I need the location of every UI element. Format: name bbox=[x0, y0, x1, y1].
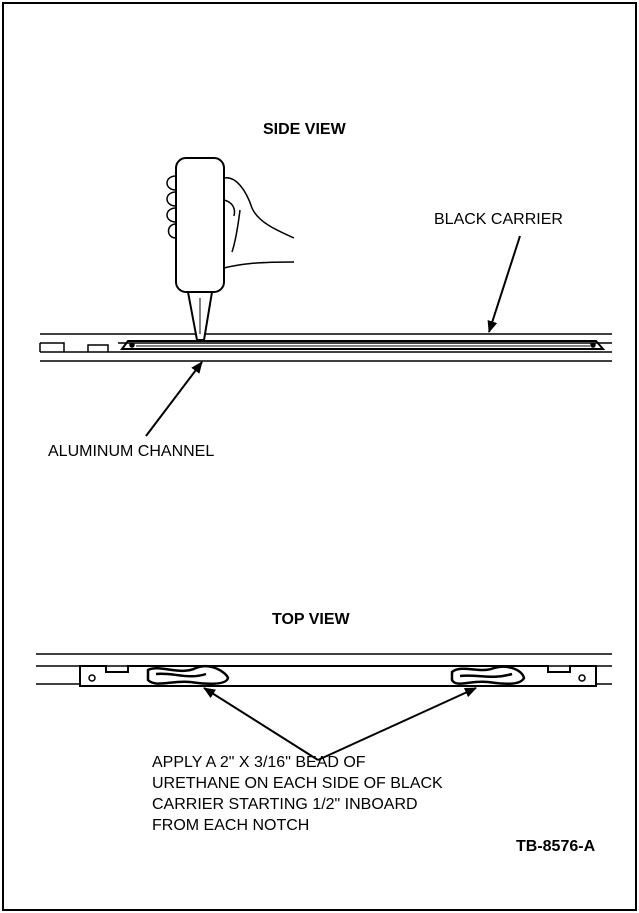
side-view-title: SIDE VIEW bbox=[263, 121, 346, 138]
black-carrier-arrow bbox=[487, 235, 521, 333]
instruction-text: APPLY A 2" X 3/16" BEAD OF URETHANE ON E… bbox=[152, 752, 443, 836]
black-carrier-top bbox=[79, 665, 597, 687]
black-carrier-side bbox=[120, 340, 606, 350]
top-view-title: TOP VIEW bbox=[272, 611, 350, 628]
instruction-line: URETHANE ON EACH SIDE OF BLACK bbox=[152, 775, 443, 792]
aluminum-channel-arrow bbox=[145, 361, 203, 437]
instruction-line: CARRIER STARTING 1/2" INBOARD bbox=[152, 796, 418, 813]
figure-id: TB-8576-A bbox=[516, 838, 596, 855]
urethane-bead-right bbox=[450, 665, 526, 685]
bead-left-arrow bbox=[203, 687, 319, 761]
caulk-tube bbox=[175, 157, 225, 341]
urethane-bead-left bbox=[146, 664, 230, 685]
instruction-line: APPLY A 2" X 3/16" BEAD OF bbox=[152, 754, 366, 771]
black-carrier-label: BLACK CARRIER bbox=[434, 211, 563, 228]
side-view-drawing bbox=[39, 157, 612, 362]
instruction-line: FROM EACH NOTCH bbox=[152, 817, 310, 834]
aluminum-channel-label: ALUMINUM CHANNEL bbox=[48, 443, 215, 460]
bead-right-arrow bbox=[317, 687, 477, 761]
top-view-drawing bbox=[36, 653, 612, 687]
hand bbox=[166, 175, 295, 269]
